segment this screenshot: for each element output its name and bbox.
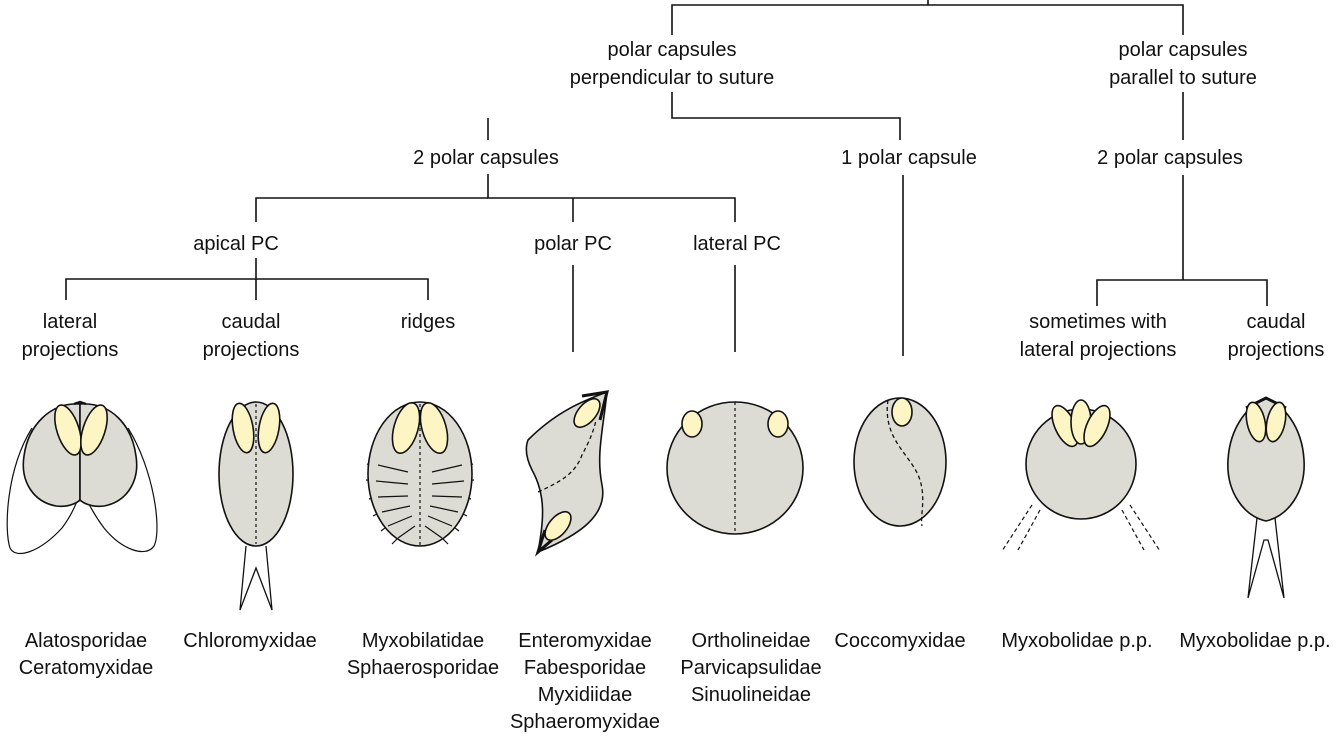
family-line: Parvicapsulidae xyxy=(680,655,821,682)
spore-coccomyxidae xyxy=(854,398,946,526)
family-line: Myxobolidae p.p. xyxy=(1179,628,1330,655)
node-two-polar-capsules-right: 2 polar capsules xyxy=(1097,144,1243,172)
node-lateral-pc: lateral PC xyxy=(693,230,781,258)
node-parallel-to-suture: polar capsules parallel to suture xyxy=(1109,36,1257,92)
family-coccomyxidae: Coccomyxidae xyxy=(834,628,965,655)
family-line: Myxidiidae xyxy=(510,682,660,709)
node-perpendicular-line1: polar capsules xyxy=(570,36,775,64)
family-alatosporidae-ceratomyxidae: Alatosporidae Ceratomyxidae xyxy=(19,628,154,682)
node-sometimes-lateral-line2: lateral projections xyxy=(1020,336,1177,364)
node-lateral-projections-line1: lateral xyxy=(22,308,119,336)
node-caudal-projections: caudal projections xyxy=(203,308,300,364)
node-polar-pc: polar PC xyxy=(534,230,612,258)
spore-myxobilatidae xyxy=(366,400,474,546)
node-caudal-projections-line2: projections xyxy=(203,336,300,364)
node-lateral-projections-line2: projections xyxy=(22,336,119,364)
node-two-polar-capsules-left: 2 polar capsules xyxy=(413,144,559,172)
node-parallel-line1: polar capsules xyxy=(1109,36,1257,64)
family-line: Alatosporidae xyxy=(19,628,154,655)
family-line: Ceratomyxidae xyxy=(19,655,154,682)
family-line: Fabesporidae xyxy=(510,655,660,682)
node-ridges: ridges xyxy=(401,308,455,336)
node-perpendicular-to-suture: polar capsules perpendicular to suture xyxy=(570,36,775,92)
node-caudal-projections-right-line2: projections xyxy=(1228,336,1325,364)
spore-myxobolidae-lateral xyxy=(1002,400,1160,551)
node-caudal-projections-right: caudal projections xyxy=(1228,308,1325,364)
node-sometimes-lateral-projections: sometimes with lateral projections xyxy=(1020,308,1177,364)
family-line: Sphaerosporidae xyxy=(347,655,499,682)
family-line: Coccomyxidae xyxy=(834,628,965,655)
family-line: Myxobilatidae xyxy=(347,628,499,655)
family-line: Chloromyxidae xyxy=(183,628,316,655)
family-ortholineidae-group: Ortholineidae Parvicapsulidae Sinuolinei… xyxy=(680,628,821,709)
family-line: Ortholineidae xyxy=(680,628,821,655)
family-enteromyxidae-group: Enteromyxidae Fabesporidae Myxidiidae Sp… xyxy=(510,628,660,736)
node-caudal-projections-right-line1: caudal xyxy=(1228,308,1325,336)
family-line: Enteromyxidae xyxy=(510,628,660,655)
spore-ortholineidae xyxy=(667,402,803,534)
family-myxobilatidae-sphaerosporidae: Myxobilatidae Sphaerosporidae xyxy=(347,628,499,682)
node-sometimes-lateral-line1: sometimes with xyxy=(1020,308,1177,336)
spore-chloromyxidae xyxy=(219,402,293,610)
spore-alatosporidae xyxy=(7,402,157,554)
node-one-polar-capsule: 1 polar capsule xyxy=(841,144,977,172)
family-myxobolidae-pp-1: Myxobolidae p.p. xyxy=(1001,628,1152,655)
node-lateral-projections: lateral projections xyxy=(22,308,119,364)
spore-myxobolidae-caudal xyxy=(1228,398,1304,598)
node-parallel-line2: parallel to suture xyxy=(1109,64,1257,92)
family-chloromyxidae: Chloromyxidae xyxy=(183,628,316,655)
family-line: Myxobolidae p.p. xyxy=(1001,628,1152,655)
family-line: Sphaeromyxidae xyxy=(510,709,660,736)
family-myxobolidae-pp-2: Myxobolidae p.p. xyxy=(1179,628,1330,655)
node-perpendicular-line2: perpendicular to suture xyxy=(570,64,775,92)
node-caudal-projections-line1: caudal xyxy=(203,308,300,336)
spore-enteromyxidae xyxy=(526,392,607,552)
family-line: Sinuolineidae xyxy=(680,682,821,709)
node-apical-pc: apical PC xyxy=(193,230,279,258)
